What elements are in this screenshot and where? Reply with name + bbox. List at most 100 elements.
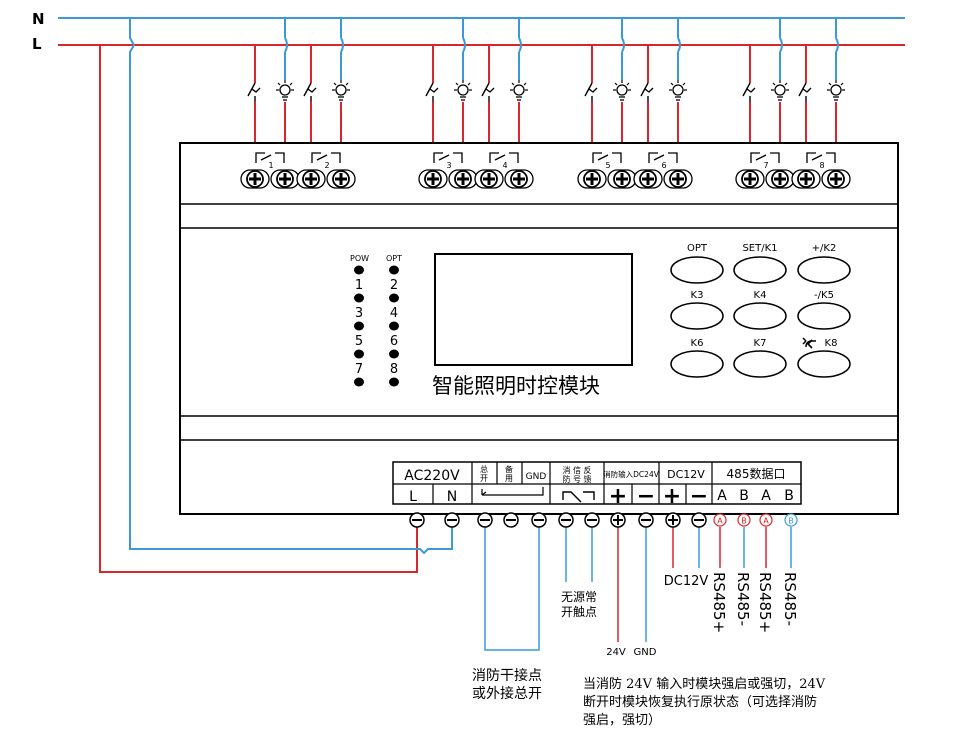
led-indicator bbox=[354, 377, 364, 387]
key-set-button[interactable] bbox=[733, 256, 787, 284]
relay-number: 4 bbox=[502, 161, 507, 170]
pin-b2-label: B bbox=[788, 517, 794, 526]
switch-icon bbox=[247, 82, 261, 97]
tb-b1: B bbox=[739, 488, 749, 504]
screw-terminal bbox=[821, 169, 851, 189]
back-arrow-icon bbox=[806, 339, 813, 349]
terminal-block: AC220V L N 总 开 备 用 GND 消 信 反 防 号 馈 消防输入D… bbox=[392, 461, 802, 509]
screw-terminal bbox=[791, 169, 821, 189]
key-back-button[interactable] bbox=[797, 350, 851, 378]
key-k4-button[interactable] bbox=[733, 302, 787, 330]
key-plus-button[interactable] bbox=[797, 256, 851, 284]
relay-number: 5 bbox=[605, 161, 610, 170]
tb-ac220v: AC220V bbox=[404, 468, 460, 484]
screw-terminal bbox=[504, 169, 534, 189]
screw-terminal bbox=[633, 169, 663, 189]
lamp-icon bbox=[332, 80, 350, 101]
lcd-screen bbox=[434, 253, 633, 366]
relay-channel-3 bbox=[425, 18, 472, 168]
bottom-screw-terminal bbox=[531, 512, 547, 528]
key-minus-button[interactable] bbox=[797, 302, 851, 330]
bottom-screw-terminal bbox=[409, 512, 425, 528]
tb-fire-minus: − bbox=[637, 484, 655, 509]
relay-contact-icon bbox=[806, 152, 836, 163]
bottom-screw-terminal bbox=[665, 512, 681, 528]
led-number: 1 bbox=[355, 278, 363, 293]
fire-dry-label-a: 消防干接点 bbox=[472, 667, 542, 684]
relay-number: 2 bbox=[324, 161, 329, 170]
bottom-screw-terminal bbox=[610, 512, 626, 528]
v24-label: 24V bbox=[606, 647, 626, 658]
switch-icon bbox=[742, 82, 756, 97]
dc12-label: DC12V bbox=[664, 574, 709, 589]
fire-dry-label-b: 或外接总开 bbox=[472, 685, 542, 702]
switch-icon bbox=[303, 82, 317, 97]
key-label-k6: K6 bbox=[691, 338, 704, 349]
lamp-icon bbox=[613, 80, 631, 101]
tb-a1: A bbox=[717, 488, 727, 504]
key-k7-button[interactable] bbox=[733, 350, 787, 378]
rs485-plus-label-1: RS485+ bbox=[710, 572, 728, 633]
key-label-k3: K3 bbox=[691, 290, 704, 301]
screw-terminal bbox=[765, 169, 795, 189]
pin-b1 bbox=[737, 513, 751, 527]
bottom-screw-terminal bbox=[477, 512, 493, 528]
lamp-icon bbox=[276, 80, 294, 101]
screw-terminal bbox=[240, 169, 270, 189]
bus-label-n: N bbox=[32, 10, 45, 28]
led-number: 2 bbox=[390, 278, 398, 293]
screw-terminal bbox=[448, 169, 478, 189]
tb-master-b: 开 bbox=[480, 474, 488, 483]
led-indicator bbox=[354, 321, 364, 331]
master-switch-symbol bbox=[481, 487, 544, 496]
pin-b2 bbox=[784, 513, 798, 527]
fire-dry-contact-wire bbox=[484, 521, 540, 651]
screw-terminal bbox=[326, 169, 356, 189]
pin-a1 bbox=[713, 513, 727, 527]
switch-icon bbox=[798, 82, 812, 97]
bus-label-l: L bbox=[32, 35, 42, 53]
tb-n: N bbox=[447, 489, 457, 505]
lamp-icon bbox=[771, 80, 789, 101]
led-number: 7 bbox=[355, 362, 363, 377]
led-number: 3 bbox=[355, 306, 363, 321]
switch-icon bbox=[584, 82, 598, 97]
tb-fire-b: 防 号 馈 bbox=[562, 474, 591, 484]
led-indicator bbox=[354, 265, 364, 275]
key-label-back: K8 bbox=[825, 338, 838, 349]
tb-fire-a: 消 信 反 bbox=[562, 465, 591, 475]
key-opt-button[interactable] bbox=[670, 256, 724, 284]
screw-terminal bbox=[607, 169, 637, 189]
relay-number: 6 bbox=[661, 161, 666, 170]
key-label-set: SET/K1 bbox=[742, 243, 777, 254]
screw-terminal bbox=[418, 169, 448, 189]
led-number: 5 bbox=[355, 334, 363, 349]
tb-dc-plus: + bbox=[663, 484, 681, 509]
tb-l: L bbox=[409, 489, 417, 505]
led-number: 4 bbox=[390, 306, 398, 321]
lamp-icon bbox=[510, 80, 528, 101]
screw-terminal bbox=[663, 169, 693, 189]
tb-fire-input: 消防输入DC24V bbox=[603, 469, 660, 479]
dry-contact-label-b: 开触点 bbox=[561, 605, 597, 619]
tb-master-a: 总 bbox=[480, 464, 488, 474]
fire-note-line-2: 断开时模块恢复执行原状态（可选择消防 bbox=[583, 694, 817, 710]
lamp-icon bbox=[454, 80, 472, 101]
key-label-k7: K7 bbox=[754, 338, 767, 349]
live-supply-wire bbox=[99, 45, 418, 573]
screw-terminal bbox=[577, 169, 607, 189]
relay-contact-icon bbox=[489, 152, 519, 163]
bottom-terminal-layer bbox=[409, 512, 707, 528]
bottom-screw-terminal bbox=[638, 512, 654, 528]
relay-number: 1 bbox=[268, 161, 273, 170]
switch-icon bbox=[425, 82, 439, 97]
switch-icon bbox=[481, 82, 495, 97]
rs485-pins: A B A B bbox=[713, 513, 798, 527]
key-label-minus: -/K5 bbox=[814, 290, 834, 301]
key-k3-button[interactable] bbox=[670, 302, 724, 330]
key-k6-button[interactable] bbox=[670, 350, 724, 378]
relay-number: 8 bbox=[819, 161, 824, 170]
relay-channel-6 bbox=[640, 18, 687, 168]
tb-rs485: 485数据口 bbox=[727, 466, 786, 481]
